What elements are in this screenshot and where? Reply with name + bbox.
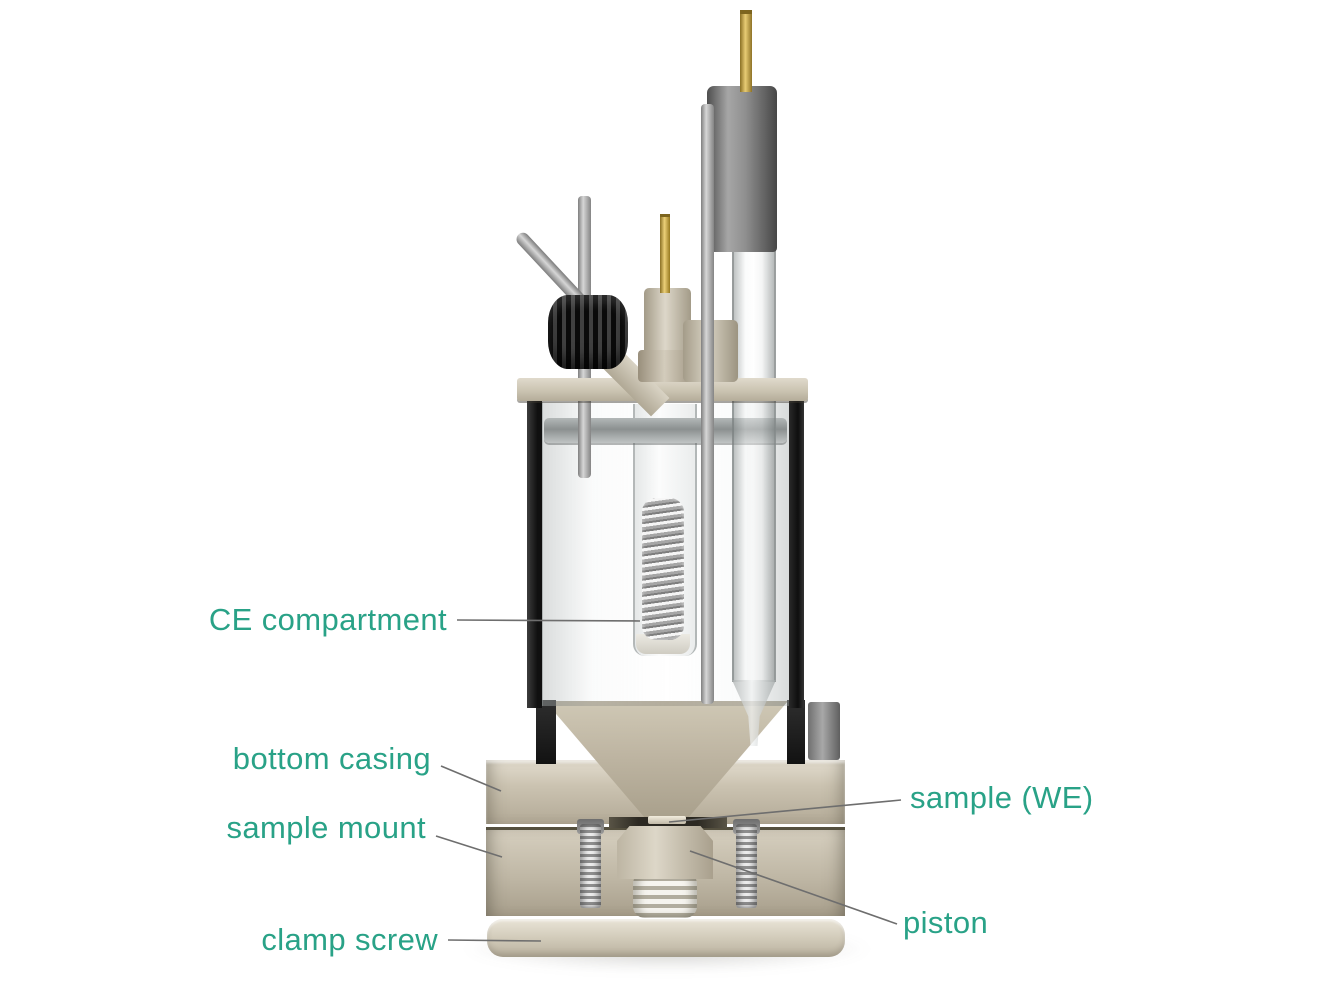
reference-electrode-glass-tube bbox=[732, 250, 776, 682]
gold-contact-pin-large bbox=[740, 10, 752, 92]
label-bottom-casing: bottom casing bbox=[232, 741, 431, 776]
clamp-frame-left-bar bbox=[527, 396, 542, 708]
clamp-screw-left bbox=[580, 824, 601, 908]
clamp-frame-left-foot bbox=[536, 700, 556, 764]
clamp-frame-right-foot bbox=[787, 700, 805, 764]
label-ce-compartment: CE compartment bbox=[208, 602, 447, 637]
ce-compartment-frit bbox=[636, 634, 690, 654]
counter-electrode-coil bbox=[642, 498, 684, 640]
label-sample-mount: sample mount bbox=[226, 810, 426, 845]
clamp-screw-right bbox=[736, 824, 757, 908]
right-side-fitting-block bbox=[808, 702, 840, 760]
label-clamp-screw: clamp screw bbox=[261, 922, 438, 957]
piston-body bbox=[617, 826, 713, 879]
base-plate bbox=[487, 919, 845, 957]
support-rod-right bbox=[701, 104, 714, 704]
gold-contact-pin-small bbox=[660, 214, 670, 293]
label-sample-we: sample (WE) bbox=[910, 780, 1094, 815]
cell-lid-plate bbox=[517, 378, 808, 401]
knurled-knob bbox=[548, 295, 628, 369]
electrode-connector-body bbox=[707, 86, 777, 252]
piston-threaded-stem bbox=[633, 872, 697, 918]
label-piston: piston bbox=[903, 905, 989, 940]
sample-we-disc bbox=[648, 816, 686, 824]
clamp-frame-right-bar bbox=[789, 396, 804, 708]
